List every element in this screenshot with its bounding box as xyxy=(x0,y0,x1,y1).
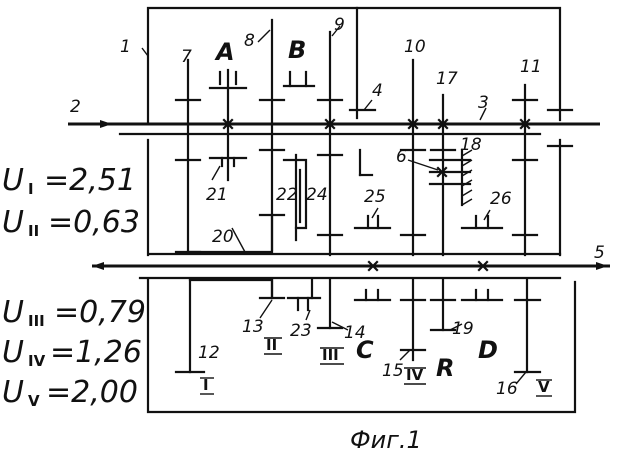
part-number-21: 21 xyxy=(206,185,228,205)
clutch-label-b: B xyxy=(288,36,306,64)
svg-text:=2,51: =2,51 xyxy=(44,163,136,198)
part-number-12: 12 xyxy=(198,343,220,363)
clutch-label-r: R xyxy=(436,354,454,382)
part-number-11: 11 xyxy=(520,57,542,77)
part-number-7: 7 xyxy=(181,47,192,67)
gear-label-iv: IV xyxy=(406,366,424,384)
part-number-1: 1 xyxy=(120,37,131,57)
figure-caption: Фиг.1 xyxy=(350,426,422,454)
part-number-2: 2 xyxy=(70,97,81,117)
ratio-u2: U II =0,63 xyxy=(2,205,140,240)
part-number-18: 18 xyxy=(460,135,482,155)
svg-text:II: II xyxy=(28,222,39,240)
part-number-22: 22 xyxy=(276,185,298,205)
part-number-24: 24 xyxy=(306,185,328,205)
svg-text:=1,26: =1,26 xyxy=(50,335,142,370)
part-number-20: 20 xyxy=(212,227,234,247)
part-number-8: 8 xyxy=(244,31,255,51)
gear-label-iii: III xyxy=(322,346,339,364)
ratio-list: U I =2,51 U II =0,63 U III =0,79 U IV =1… xyxy=(2,163,146,410)
clutch-label-a: A xyxy=(214,38,235,66)
part-number-23: 23 xyxy=(290,321,312,341)
svg-text:U: U xyxy=(2,163,24,198)
part-number-13: 13 xyxy=(242,317,264,337)
part-number-16: 16 xyxy=(496,379,518,399)
svg-text:I: I xyxy=(28,180,34,198)
part-number-5: 5 xyxy=(594,243,605,263)
gear-label-v: V xyxy=(538,378,550,396)
svg-text:IV: IV xyxy=(28,352,46,370)
svg-text:U: U xyxy=(2,205,24,240)
gear-flanges xyxy=(176,100,572,372)
svg-text:U: U xyxy=(2,375,24,410)
ratio-u1: U I =2,51 xyxy=(2,163,136,198)
reverse-idler xyxy=(430,150,472,205)
clutch-label-c: C xyxy=(356,336,374,364)
part-number-25: 25 xyxy=(364,187,386,207)
gear-label-ii: II xyxy=(266,336,277,354)
part-number-26: 26 xyxy=(490,189,512,209)
lower-shaft xyxy=(92,262,610,270)
ratio-u3: U III =0,79 xyxy=(2,295,146,330)
svg-text:=2,00: =2,00 xyxy=(46,375,138,410)
clutch-label-d: D xyxy=(478,336,498,364)
part-number-4: 4 xyxy=(372,81,383,101)
svg-text:V: V xyxy=(28,392,40,410)
part-number-6: 6 xyxy=(396,147,407,167)
svg-text:U: U xyxy=(2,335,24,370)
part-number-15: 15 xyxy=(382,361,404,381)
ratio-u4: U IV =1,26 xyxy=(2,335,142,370)
part-number-9: 9 xyxy=(334,15,345,35)
part-number-10: 10 xyxy=(404,37,426,57)
svg-text:U: U xyxy=(2,295,24,330)
gear-label-i: I xyxy=(203,376,209,394)
ratio-u5: U V =2,00 xyxy=(2,375,138,410)
svg-text:=0,79: =0,79 xyxy=(54,295,146,330)
part-number-17: 17 xyxy=(436,69,458,89)
svg-text:III: III xyxy=(28,312,45,330)
part-number-19: 19 xyxy=(452,319,474,339)
part-number-3: 3 xyxy=(478,93,489,113)
svg-text:=0,63: =0,63 xyxy=(48,205,140,240)
